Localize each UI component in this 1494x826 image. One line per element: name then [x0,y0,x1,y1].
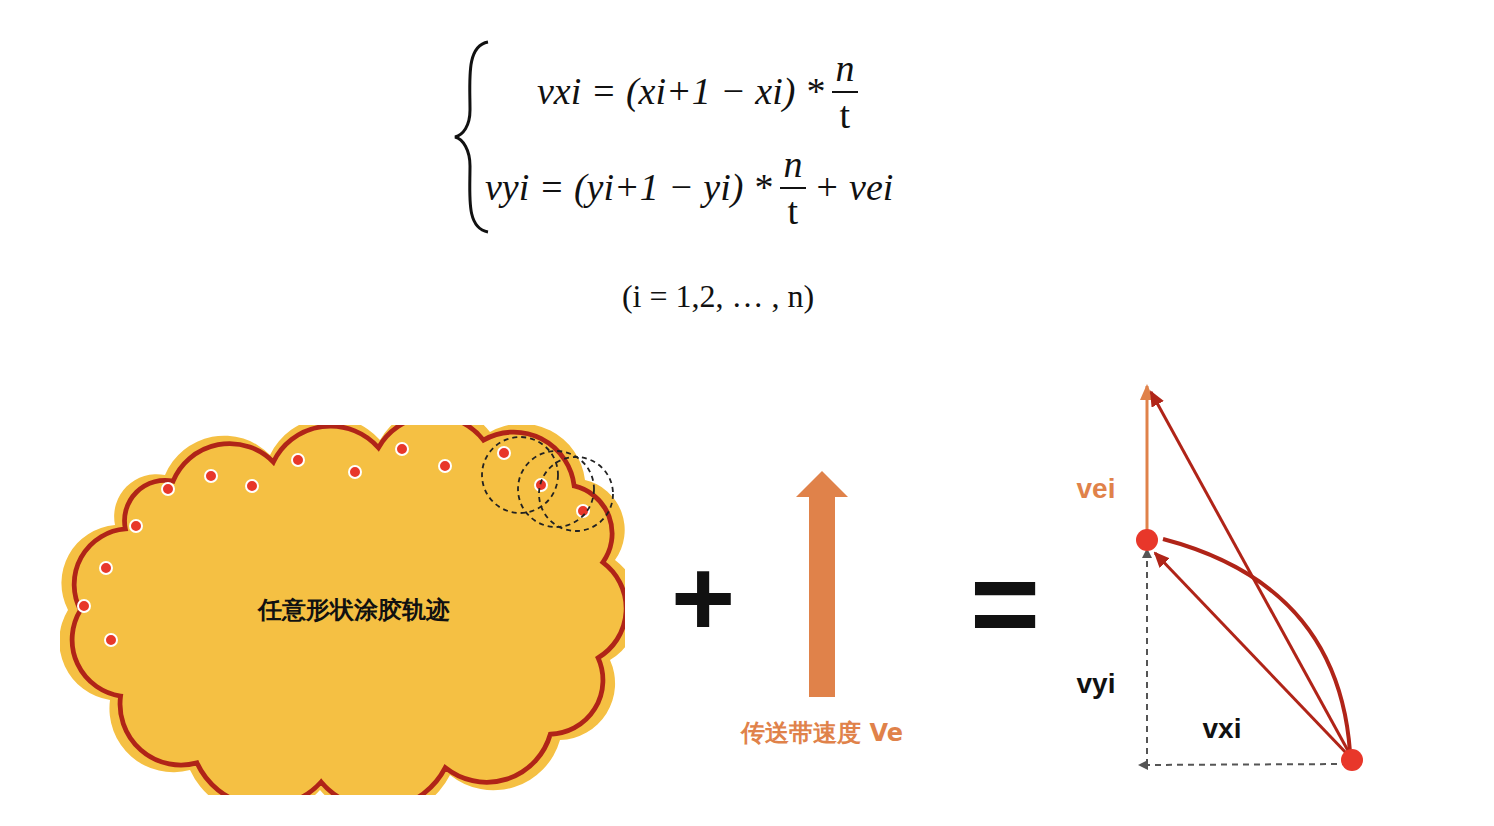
vy-dashed-arrow [1146,550,1148,765]
path-point [246,480,258,492]
path-point [205,470,217,482]
ve-arrow [1146,386,1149,540]
formula-range: (i = 1,2, … , n) [622,278,814,315]
fraction-numerator: n [783,145,802,183]
path-curve [1163,539,1350,752]
formula-brace [455,42,488,232]
fraction-denominator: t [788,192,799,230]
point-dot [1341,749,1363,771]
path-point [349,466,361,478]
vector-label: vyi [1077,668,1116,700]
glue-path-line [72,425,625,795]
fraction: nt [780,145,806,230]
point-dot [1136,529,1158,551]
path-point [396,443,408,455]
path-point [105,634,117,646]
fraction: nt [832,49,858,134]
vector-label: vxi [1203,713,1242,745]
path-point [292,454,304,466]
fraction-denominator: t [840,96,851,134]
formula-line: vyi = (yi+1 − yi) * [485,166,772,210]
vector-label: vei [1077,473,1116,505]
formula-term: + vei [814,166,893,210]
shape-label: 任意形状涂胶轨迹 [258,594,450,626]
fraction-bar [780,187,806,189]
path-point [162,483,174,495]
resultant-arrow [1151,392,1352,758]
path-point [100,562,112,574]
path-point [498,447,510,459]
dashed-circle [539,457,613,531]
formula-line: vxi = (xi+1 − xi) * [537,70,824,114]
dashed-circle [482,437,558,513]
equals-sign: = [970,543,1040,663]
path-point [439,460,451,472]
conveyor-arrow [796,471,848,697]
conveyor-speed-label: 传送带速度 Ve [741,720,903,748]
path-point [78,600,90,612]
path-point [130,520,142,532]
fraction-bar [832,91,858,93]
glue-path-cloud: 任意形状涂胶轨迹 [60,425,625,795]
relative-arrow [1155,553,1350,757]
path-points [78,443,589,646]
vx-dashed-arrow [1140,764,1348,765]
cloud-fill [60,425,625,795]
plus-sign: + [671,543,735,653]
fraction-numerator: n [835,49,854,87]
